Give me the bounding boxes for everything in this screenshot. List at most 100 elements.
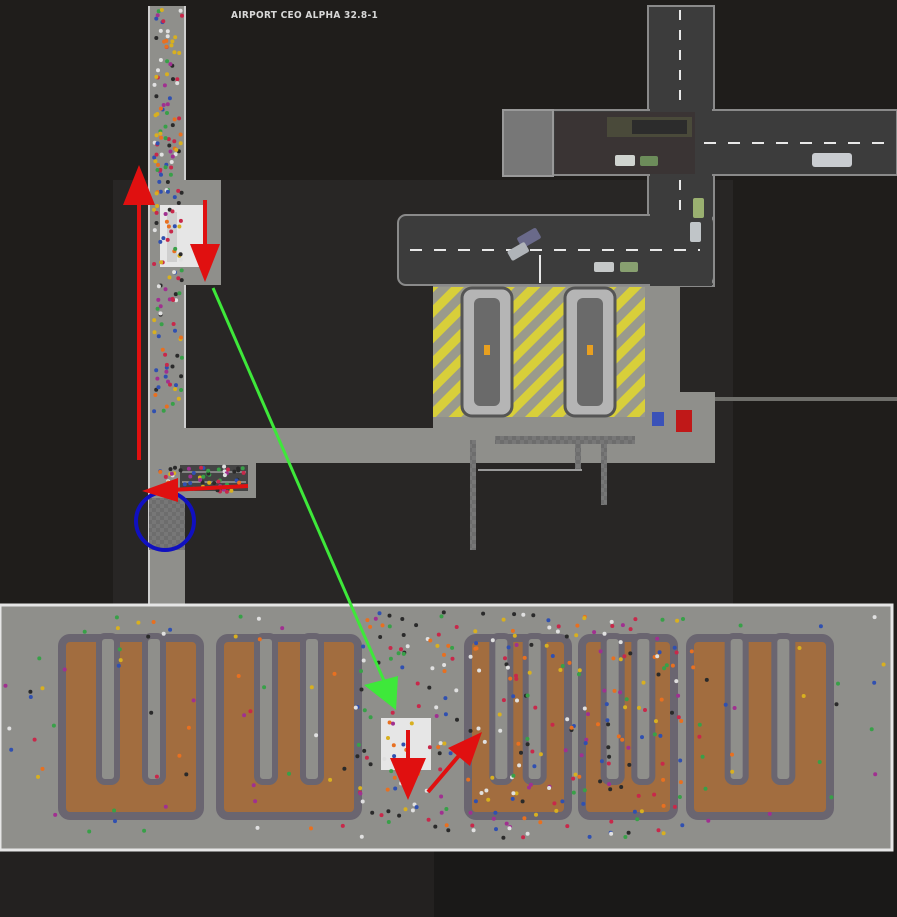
passenger: [169, 160, 174, 164]
passenger: [544, 643, 549, 648]
passenger: [365, 618, 370, 623]
passenger: [620, 737, 625, 742]
passenger: [362, 748, 367, 753]
queue-areas[interactable]: [58, 633, 834, 820]
passenger: [670, 663, 675, 668]
queue-carpet[interactable]: [216, 634, 362, 820]
baggage-conveyors[interactable]: [460, 286, 635, 550]
passenger: [177, 224, 182, 229]
passenger: [609, 819, 614, 824]
car[interactable]: [615, 155, 635, 166]
passenger: [163, 165, 168, 170]
passenger: [169, 165, 174, 170]
passenger: [661, 831, 666, 836]
passenger: [414, 805, 419, 810]
passenger: [609, 619, 614, 624]
passenger: [158, 106, 163, 111]
passenger: [493, 810, 498, 815]
passenger: [511, 694, 516, 699]
passenger: [240, 466, 245, 471]
connector-corridor[interactable]: [149, 550, 185, 610]
car[interactable]: [620, 262, 638, 272]
queue-carpet[interactable]: [578, 634, 678, 820]
passenger: [515, 698, 519, 703]
car[interactable]: [690, 222, 701, 242]
passenger: [248, 709, 253, 714]
passenger: [598, 779, 603, 784]
passenger: [40, 766, 45, 771]
red-arrow-diag-head: [448, 732, 482, 766]
passenger: [415, 681, 420, 686]
baggage-scanner-icon[interactable]: [676, 410, 692, 432]
passenger: [309, 685, 314, 690]
passenger: [159, 322, 164, 327]
passenger: [174, 298, 179, 303]
passenger: [450, 656, 455, 661]
passenger: [676, 715, 681, 720]
queue-carpet[interactable]: [464, 634, 572, 820]
passenger: [533, 705, 538, 710]
passenger: [169, 471, 174, 476]
passenger: [504, 662, 509, 667]
vehicles[interactable]: [507, 153, 852, 272]
passenger: [158, 469, 163, 474]
passenger: [443, 712, 448, 717]
car[interactable]: [640, 156, 658, 166]
passenger: [691, 665, 696, 670]
passenger: [118, 658, 123, 663]
queue-carpet[interactable]: [686, 634, 834, 820]
passenger: [519, 750, 523, 755]
passenger: [156, 334, 161, 339]
scanner-lane: [167, 212, 177, 262]
passenger: [525, 831, 530, 836]
passenger: [534, 812, 538, 817]
passenger: [484, 788, 489, 793]
passenger: [37, 656, 42, 661]
passenger: [112, 808, 117, 813]
passenger: [163, 136, 168, 141]
passenger: [606, 745, 611, 750]
passenger: [567, 660, 572, 665]
car[interactable]: [594, 262, 614, 272]
east-corridor[interactable]: [149, 428, 715, 463]
car[interactable]: [812, 153, 852, 167]
passenger: [156, 284, 161, 289]
passenger: [474, 641, 479, 646]
passenger: [163, 124, 168, 129]
passenger: [610, 624, 615, 628]
car[interactable]: [507, 242, 530, 262]
passenger: [490, 775, 495, 780]
passenger: [538, 752, 543, 757]
passenger: [392, 754, 397, 759]
passenger: [514, 673, 518, 678]
passenger: [152, 330, 157, 335]
service-building[interactable]: [502, 109, 554, 177]
red-arrow-down-2-head: [390, 758, 426, 800]
passenger: [703, 786, 708, 791]
passenger: [628, 651, 633, 656]
passenger: [238, 614, 243, 619]
passenger: [164, 38, 169, 43]
passenger: [439, 614, 444, 619]
passenger: [564, 634, 569, 639]
passenger: [730, 769, 735, 774]
stairs-block[interactable]: [149, 498, 185, 550]
passenger: [378, 635, 383, 639]
passenger: [353, 705, 358, 710]
passenger: [547, 625, 552, 630]
passenger: [172, 139, 177, 144]
passenger: [448, 751, 453, 756]
passenger: [216, 467, 221, 472]
passenger: [358, 786, 363, 791]
passenger: [530, 749, 535, 754]
car[interactable]: [693, 198, 704, 218]
queue-carpet[interactable]: [58, 634, 204, 820]
passenger: [359, 687, 364, 692]
passenger: [364, 755, 369, 760]
passenger: [438, 767, 443, 772]
passenger: [679, 719, 684, 723]
passenger: [165, 72, 169, 77]
passenger: [152, 262, 157, 266]
